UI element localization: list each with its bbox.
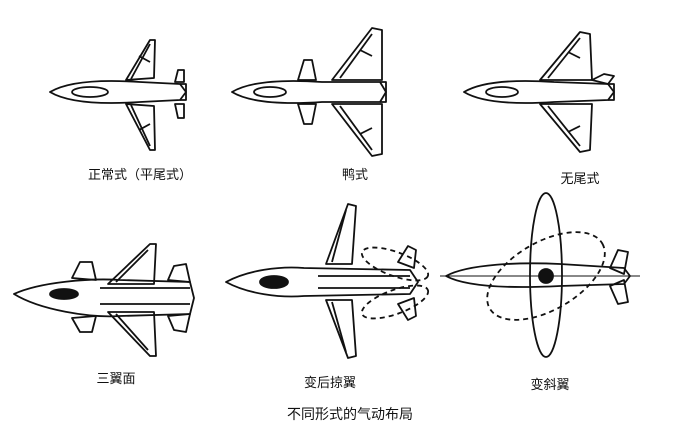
conventional-aircraft xyxy=(49,39,187,151)
tailless-aircraft xyxy=(463,31,615,153)
three-surface-aircraft xyxy=(13,243,195,357)
label-conventional: 正常式（平尾式） xyxy=(87,168,193,183)
label-tailless: 无尾式 xyxy=(560,172,600,187)
variable-sweep-aircraft xyxy=(225,203,430,359)
label-oblique-wing: 变斜翼 xyxy=(530,378,570,393)
label-variable-sweep: 变后掠翼 xyxy=(303,376,357,391)
canard-aircraft xyxy=(231,27,387,157)
oblique-wing-aircraft xyxy=(440,192,640,358)
figure-caption: 不同形式的气动布局 xyxy=(287,407,413,423)
label-canard: 鸭式 xyxy=(341,168,369,183)
label-three-surface: 三翼面 xyxy=(96,372,136,387)
